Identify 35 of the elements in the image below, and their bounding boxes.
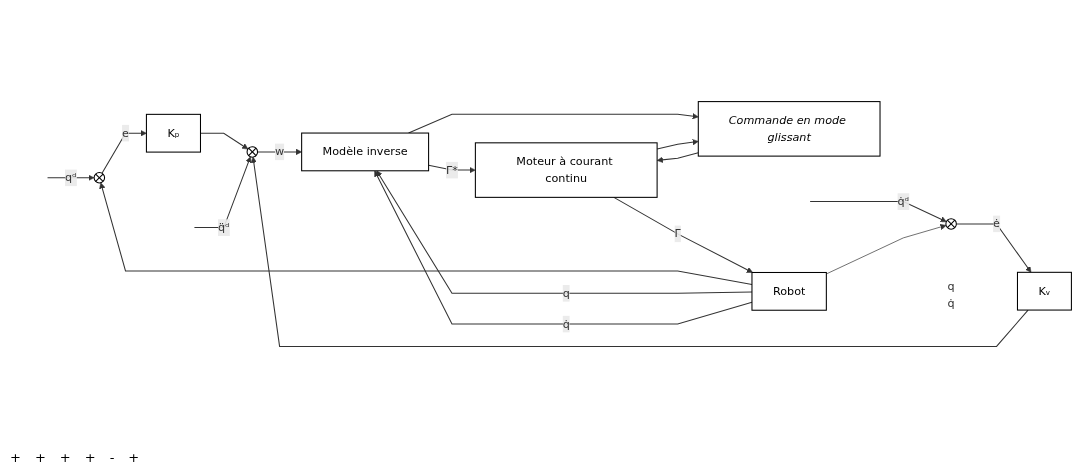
edge-label: q̈ᵈ bbox=[217, 220, 230, 234]
edge-label: q̇ bbox=[562, 317, 570, 331]
arrow bbox=[408, 113, 699, 134]
node-label: q̇ bbox=[947, 296, 955, 310]
arrow bbox=[101, 130, 147, 174]
arrow bbox=[250, 156, 1029, 347]
arrow bbox=[809, 201, 947, 223]
edge-label: Γ* bbox=[446, 163, 458, 177]
arrow bbox=[99, 182, 753, 286]
node-box: Kᵥ bbox=[1016, 271, 1072, 311]
node-box: Kₚ bbox=[145, 113, 201, 153]
node-box: Commande en mode glissant bbox=[697, 101, 881, 157]
edge-label: e bbox=[122, 126, 129, 140]
arrow bbox=[613, 196, 753, 273]
sign-label: + bbox=[59, 450, 71, 465]
node-label: q bbox=[947, 279, 955, 293]
sign-label: + bbox=[10, 450, 21, 465]
edge-label: Γ bbox=[674, 226, 681, 241]
arrow bbox=[955, 223, 1032, 273]
sign-label: - bbox=[109, 450, 115, 465]
node-box: Moteur à courant continu bbox=[474, 142, 658, 198]
sign-label: + bbox=[34, 450, 46, 465]
arrow bbox=[47, 174, 95, 181]
arrow bbox=[376, 170, 753, 294]
edge-label: ė bbox=[993, 216, 1000, 231]
arrow bbox=[193, 156, 252, 229]
edge-label: qᵈ bbox=[65, 170, 77, 185]
edge-label: w bbox=[275, 144, 285, 159]
edge-label: q̇ᵈ bbox=[897, 194, 910, 208]
edge-label: q bbox=[562, 286, 570, 300]
node-box: Robot bbox=[751, 271, 827, 311]
sign-label: + bbox=[128, 450, 140, 465]
arrow bbox=[374, 170, 753, 325]
node-box: Modèle inverse bbox=[301, 132, 430, 172]
sign-label: + bbox=[84, 450, 96, 465]
